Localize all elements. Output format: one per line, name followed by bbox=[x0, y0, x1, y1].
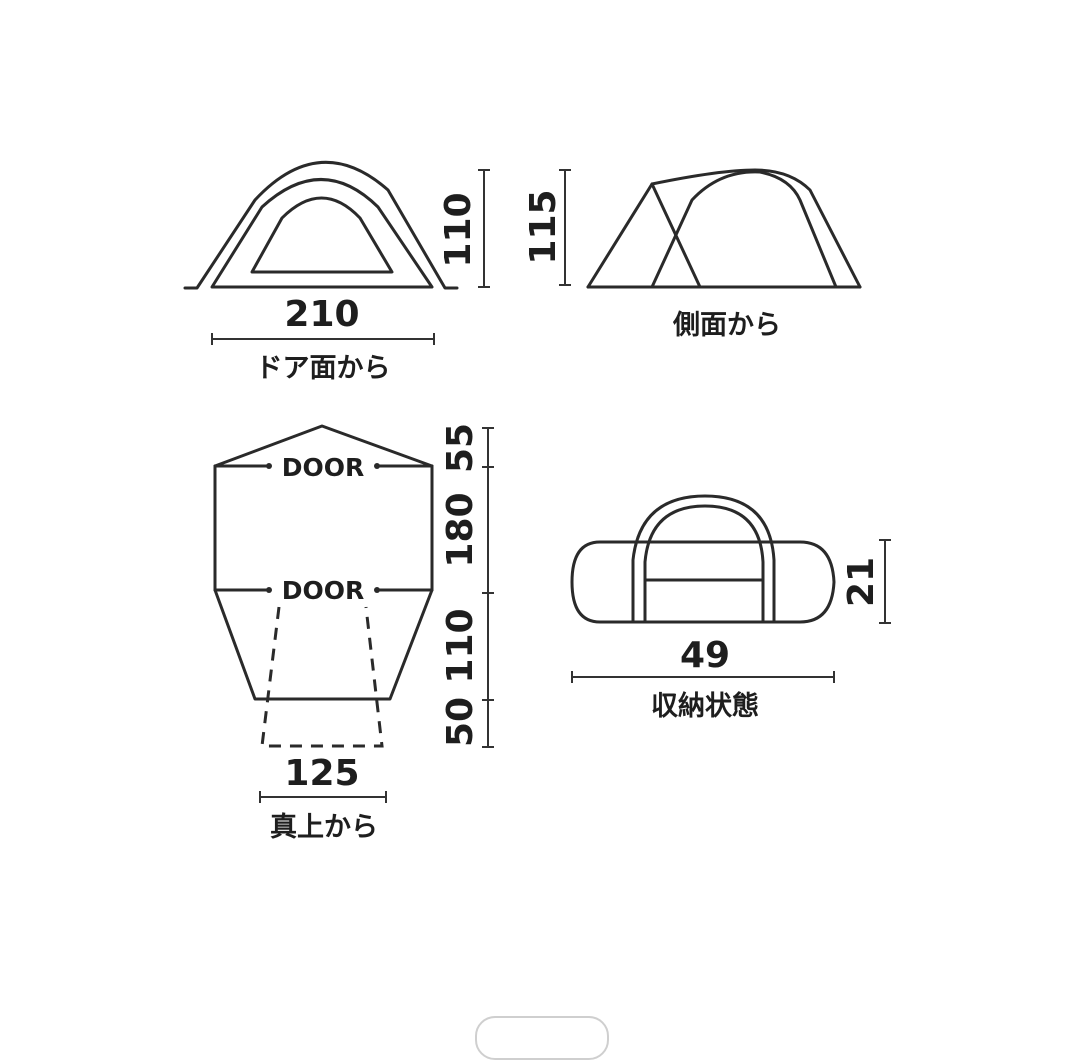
tent-dimension-diagram: 110 210 ドア面から 115 側面から DOOR DOOR bbox=[183, 160, 891, 843]
front-pole bbox=[586, 182, 702, 289]
vestibule-front bbox=[213, 424, 434, 468]
top-label: 真上から bbox=[270, 812, 378, 843]
inner-tent-outline bbox=[210, 178, 434, 289]
top-view: DOOR DOOR 55 180 110 50 125 真上から bbox=[213, 423, 494, 843]
top-width: 125 bbox=[284, 753, 359, 794]
packed-label: 収納状態 bbox=[651, 690, 759, 722]
side-label: 側面から bbox=[672, 310, 781, 341]
fly-outline bbox=[183, 160, 459, 290]
bag-outline bbox=[570, 540, 836, 624]
packed-width: 49 bbox=[680, 635, 730, 676]
side-height: 115 bbox=[523, 189, 564, 264]
packed-view: 21 49 収納状態 bbox=[570, 494, 891, 722]
vestibule-rear bbox=[213, 588, 434, 701]
depth-4: 50 bbox=[440, 697, 481, 747]
side-view: 115 側面から bbox=[523, 168, 862, 341]
door-side-height: 110 bbox=[438, 192, 479, 267]
door-label-bottom: DOOR bbox=[282, 576, 365, 605]
door-label-top: DOOR bbox=[282, 453, 365, 482]
packed-height: 21 bbox=[841, 557, 882, 607]
door-side-view: 110 210 ドア面から bbox=[183, 160, 490, 384]
depth-2: 180 bbox=[440, 492, 481, 567]
depth-3: 110 bbox=[440, 608, 481, 683]
door-window bbox=[250, 196, 394, 274]
depth-1: 55 bbox=[440, 423, 481, 473]
door-side-width: 210 bbox=[284, 294, 359, 335]
scroll-indicator-button[interactable] bbox=[475, 1016, 609, 1060]
handle-inner bbox=[643, 504, 765, 624]
inner-arch bbox=[650, 170, 838, 289]
extended-vestibule-dashed bbox=[260, 606, 384, 748]
fly-ridge bbox=[650, 168, 862, 289]
door-side-label: ドア面から bbox=[256, 353, 391, 384]
handle-outer bbox=[631, 494, 776, 624]
